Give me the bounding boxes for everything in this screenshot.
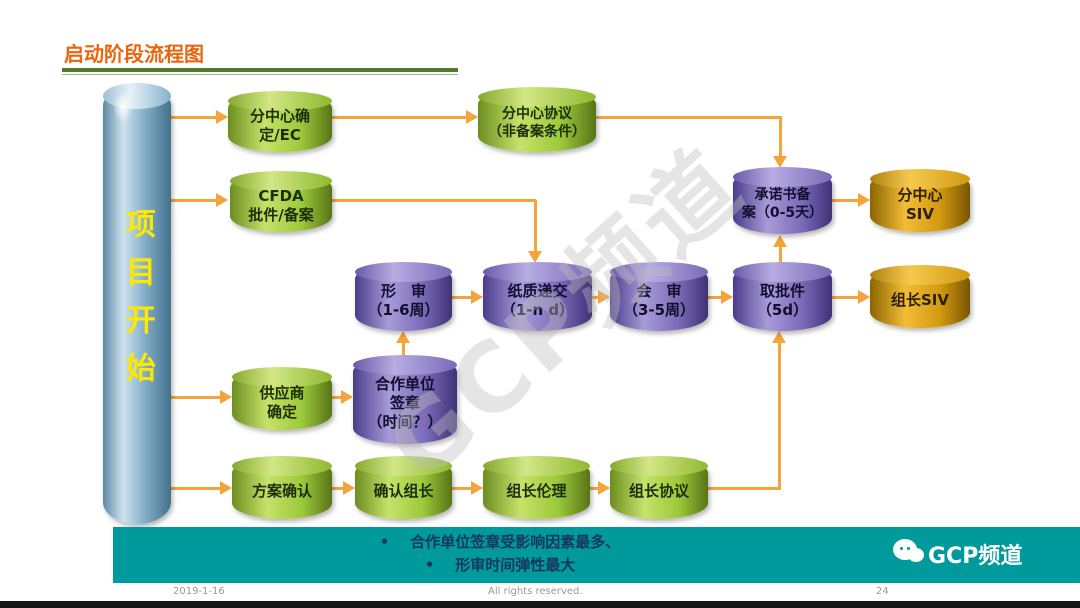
arrow-cfda-to-paper-hline	[332, 199, 536, 202]
arrow-cfda-to-paper-vline	[534, 200, 537, 251]
arrow-start-to-protocol-head	[220, 481, 232, 495]
arrow-seal-to-formal-line	[402, 343, 405, 356]
wechat-eye-left	[900, 547, 903, 550]
arrow-supplier-to-seal-line	[332, 396, 342, 399]
arrow-seal-to-formal-head	[396, 331, 410, 343]
arrow-agreement-to-commitment-head	[773, 156, 787, 168]
node-label: 组长SIV	[891, 291, 949, 310]
node-label: 分中心协议 （非备案条件）	[488, 106, 586, 140]
arrow-joint-to-obtain-line	[708, 296, 722, 299]
arrow-paper-to-joint-head	[598, 290, 610, 304]
arrow-leaderagreement-to-obtain-head	[772, 331, 786, 343]
wechat-eye-right	[907, 547, 910, 550]
node-paper-submission: 纸质递交 （1-n d）	[483, 262, 592, 331]
arrow-leaderagreement-to-obtain-hline	[708, 487, 781, 490]
node-label: 方案确认	[251, 482, 312, 501]
node-label: 会 审 （3-5周）	[622, 281, 696, 319]
arrow-obtain-to-commitment-line	[779, 247, 782, 263]
arrow-joint-to-obtain-head	[721, 290, 733, 304]
arrow-protocol-to-leaderconfirm-head	[343, 481, 355, 495]
arrow-leaderconfirm-to-ethics-line	[452, 487, 471, 490]
arrow-start-to-subcenter-head	[216, 110, 228, 124]
node-joint-review: 会 审 （3-5周）	[610, 262, 708, 331]
bottom-bar	[0, 601, 1080, 608]
node-label: 项目开始	[119, 208, 155, 400]
footer-date: 2019-1-16	[173, 586, 225, 597]
node-label: 组长协议	[628, 482, 689, 501]
node-leader-agreement: 组长协议	[610, 456, 708, 519]
node-sub-center-ec: 分中心确 定/EC	[228, 91, 332, 152]
node-label: CFDA 批件/备案	[248, 186, 314, 224]
arrow-ethics-to-agreement-line	[590, 487, 599, 490]
brand-label: GCP频道	[928, 544, 1023, 569]
footer-page-number: 24	[876, 586, 889, 597]
arrow-formal-to-paper-line	[452, 296, 471, 299]
node-supplier-confirm: 供应商 确定	[232, 367, 332, 430]
note-line-1: • 合作单位签章受影响因素最多、	[379, 533, 621, 551]
node-cfda-approval: CFDA 批件/备案	[230, 171, 332, 232]
node-leader-confirm: 确认组长	[355, 456, 452, 519]
arrow-start-to-supplier-head	[220, 390, 232, 404]
arrow-leaderconfirm-to-ethics-head	[471, 481, 483, 495]
node-label: 确认组长	[373, 482, 434, 501]
arrow-commitment-to-subcentersiv-line	[832, 199, 859, 202]
node-leader-ethics: 组长伦理	[483, 456, 590, 519]
node-label: 组长伦理	[506, 482, 567, 501]
node-sub-center-agreement: 分中心协议 （非备案条件）	[478, 87, 596, 152]
node-label: 承诺书备 案（0-5天）	[741, 187, 824, 221]
arrow-ec-to-agreement-head	[466, 110, 478, 124]
arrow-cfda-to-paper-head	[528, 251, 542, 263]
node-label: 取批件 （5d）	[756, 281, 809, 319]
arrow-obtain-to-leadersiv-line	[832, 296, 859, 299]
arrow-start-to-supplier-line	[170, 396, 220, 399]
title-underline	[62, 68, 458, 72]
node-sub-center-siv: 分中心 SIV	[870, 169, 970, 232]
node-commitment-filing: 承诺书备 案（0-5天）	[733, 167, 832, 234]
arrow-start-to-subcenter-line	[170, 116, 216, 119]
arrow-paper-to-joint-line	[592, 296, 599, 299]
arrow-supplier-to-seal-head	[341, 390, 353, 404]
node-label: 纸质递交 （1-n d）	[500, 281, 575, 319]
wechat-icon	[893, 539, 927, 567]
arrow-leaderagreement-to-obtain-vline	[778, 343, 781, 489]
arrow-ethics-to-agreement-head	[598, 481, 610, 495]
arrow-start-to-cfda-head	[216, 193, 228, 207]
note-line-2: • 形审时间弹性最大	[424, 556, 576, 574]
arrow-agreement-to-commitment-hline	[596, 116, 782, 119]
node-label: 合作单位 签章 （时间？）	[367, 375, 443, 431]
node-label: 分中心确 定/EC	[249, 106, 310, 144]
arrow-obtain-to-commitment-head	[773, 235, 787, 247]
node-formal-review: 形 审 （1-6周）	[355, 262, 452, 331]
arrow-commitment-to-subcentersiv-head	[858, 193, 870, 207]
node-project-start: 项目开始	[103, 83, 171, 524]
node-protocol-confirm: 方案确认	[232, 456, 332, 519]
arrow-start-to-protocol-line	[170, 487, 220, 490]
arrow-agreement-to-commitment-vline	[779, 117, 782, 157]
arrow-start-to-cfda-line	[170, 199, 216, 202]
arrow-ec-to-agreement-line	[332, 116, 466, 119]
title-underline-thin	[62, 74, 458, 75]
notes-text: • 合作单位签章受影响因素最多、 • 形审时间弹性最大	[150, 531, 850, 577]
arrow-obtain-to-leadersiv-head	[858, 290, 870, 304]
node-partner-seal: 合作单位 签章 （时间？）	[353, 355, 457, 444]
node-label: 形 审 （1-6周）	[367, 281, 440, 319]
arrow-formal-to-paper-head	[471, 290, 483, 304]
footer-rights: All rights reserved.	[488, 586, 583, 597]
wechat-bubble-small	[908, 548, 924, 562]
page-title: 启动阶段流程图	[64, 42, 204, 66]
arrow-protocol-to-leaderconfirm-line	[332, 487, 344, 490]
node-leader-siv: 组长SIV	[870, 265, 970, 328]
node-label: 分中心 SIV	[897, 185, 943, 223]
node-label: 供应商 确定	[259, 383, 305, 421]
node-obtain-approval: 取批件 （5d）	[733, 262, 832, 331]
